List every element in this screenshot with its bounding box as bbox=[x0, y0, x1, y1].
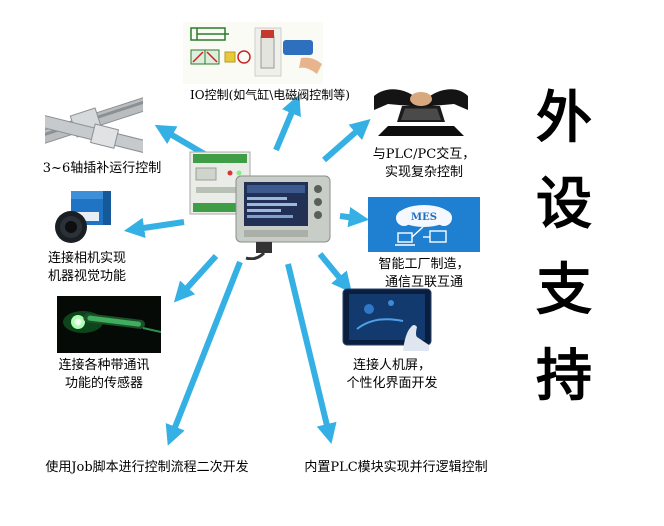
hmi-label: 连接人机屏， 个性化界面开发 bbox=[336, 357, 448, 393]
controller-device-image bbox=[184, 146, 336, 260]
title-char-3: 支 bbox=[536, 257, 592, 323]
title-char-1: 外 bbox=[536, 85, 592, 151]
label-line: 个性化界面开发 bbox=[346, 375, 438, 391]
arrow-to-sensor bbox=[173, 253, 219, 303]
vertical-title: 外 设 支 持 bbox=[518, 90, 610, 404]
label-line: 与PLC/PC交互， bbox=[372, 147, 476, 162]
plc-pc-handshake-image bbox=[372, 66, 470, 140]
mes-badge: MES bbox=[411, 212, 437, 223]
label-line: 实现复杂控制 bbox=[384, 164, 463, 180]
title-char-4: 持 bbox=[536, 343, 592, 409]
title-char-2: 设 bbox=[536, 171, 592, 237]
label-line: 连接人机屏， bbox=[352, 358, 431, 373]
label-line: 智能工厂制造， bbox=[378, 257, 470, 272]
plc-module-label: 内置PLC模块实现并行逻辑控制 bbox=[304, 460, 488, 475]
arrow-to-io bbox=[273, 94, 301, 152]
mes-cloud-image: MES bbox=[368, 197, 480, 252]
motion-axes-image bbox=[45, 93, 143, 157]
arrow-to-job bbox=[165, 260, 243, 446]
motion-axes-label: 3~6轴插补运行控制 bbox=[42, 161, 162, 176]
arrow-to-plc-module bbox=[285, 263, 337, 444]
sensor-laser-image bbox=[57, 296, 161, 353]
mes-label: 智能工厂制造， 通信互联互通 bbox=[366, 256, 482, 292]
arrow-to-mes bbox=[339, 207, 370, 228]
sensor-label: 连接各种带通讯 功能的传感器 bbox=[38, 357, 170, 393]
io-control-image bbox=[183, 22, 323, 84]
label-line: 连接相机实现 bbox=[47, 251, 126, 266]
camera-image bbox=[53, 186, 119, 246]
camera-label: 连接相机实现 机器视觉功能 bbox=[28, 250, 146, 286]
label-line: 通信互联互通 bbox=[384, 274, 463, 290]
arrow-to-camera bbox=[123, 217, 185, 238]
job-script-label: 使用Job脚本进行控制流程二次开发 bbox=[45, 460, 249, 475]
plc-pc-label: 与PLC/PC交互， 实现复杂控制 bbox=[366, 146, 482, 182]
label-line: 功能的传感器 bbox=[64, 375, 143, 391]
label-line: 机器视觉功能 bbox=[47, 268, 126, 284]
hmi-touchscreen-image bbox=[341, 287, 433, 351]
io-control-label: IO控制(如气缸\电磁阀控制等) bbox=[190, 88, 350, 102]
label-line: 连接各种带通讯 bbox=[58, 358, 150, 373]
